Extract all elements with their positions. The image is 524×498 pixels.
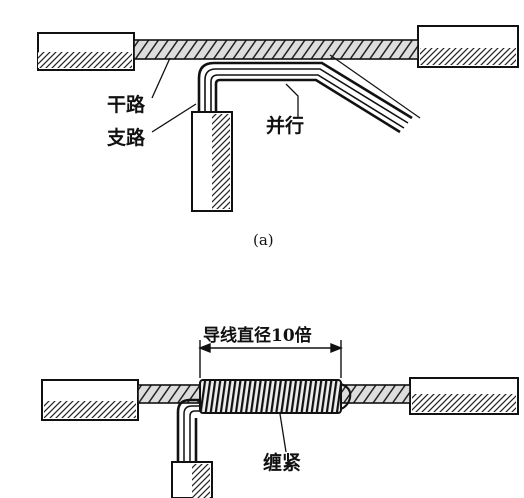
label-wrap-tight: 缠紧 [263, 452, 302, 474]
main-line-right-insulation [417, 25, 519, 68]
branch-line-insulation-b [171, 461, 213, 498]
label-dimension: 导线直径10倍 [203, 326, 312, 346]
branch-conductor [197, 61, 413, 134]
parallel-strand [329, 54, 421, 119]
main-line-conductor [133, 39, 419, 60]
main-line-right-insulation-b [409, 377, 519, 415]
caption-a: (a) [253, 231, 274, 249]
leader-lines-a [151, 57, 299, 133]
dimension-arrow [198, 340, 343, 378]
main-line-left-insulation [37, 32, 135, 71]
label-branch-line: 支路 [107, 127, 146, 149]
leader-line-wrap [279, 413, 287, 453]
diagram-a [37, 25, 519, 212]
label-main-line: 干路 [107, 94, 146, 116]
diagram-b [41, 340, 519, 498]
branch-line-insulation [191, 111, 233, 212]
wrap-coil [199, 379, 352, 414]
label-parallel: 并行 [266, 115, 305, 137]
main-line-left-insulation-b [41, 379, 139, 421]
branch-conductor-b [176, 398, 200, 470]
